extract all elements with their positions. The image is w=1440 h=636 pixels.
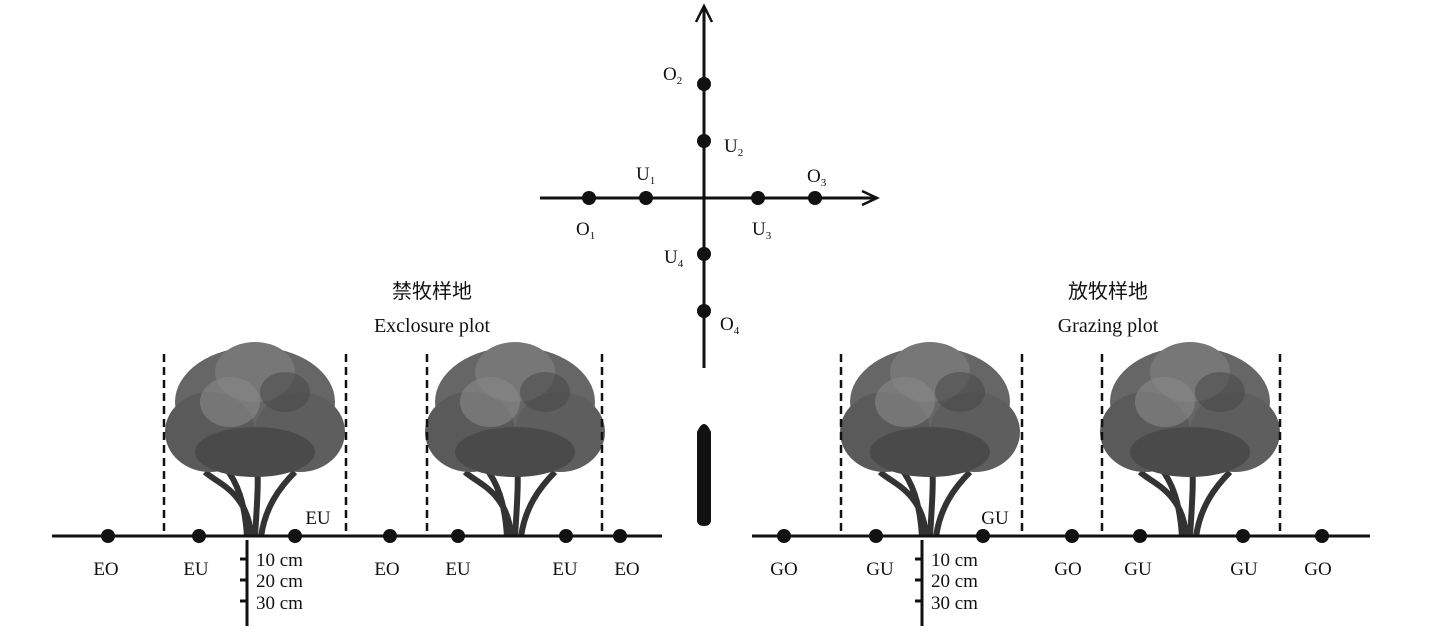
- sample-point: [613, 529, 627, 543]
- exclosure-plot: 禁牧样地 Exclosure plot EU EO EU EO EU EU EO: [52, 280, 662, 626]
- sample-point: [101, 529, 115, 543]
- grazing-title-cn: 放牧样地: [1068, 280, 1148, 303]
- point-label: EU: [552, 559, 578, 580]
- grazing-title-en: Grazing plot: [1058, 315, 1159, 337]
- depth-label: 10 cm: [256, 550, 303, 571]
- depth-label: 30 cm: [931, 593, 978, 614]
- point-label: GU: [866, 559, 894, 580]
- label-O2: O2: [663, 64, 682, 87]
- label-U1: U1: [636, 164, 655, 187]
- shrub-image: [425, 342, 605, 537]
- arrow-right-icon: [861, 189, 880, 207]
- sample-point: [869, 529, 883, 543]
- point-label: EO: [374, 559, 399, 580]
- sample-point: [559, 529, 573, 543]
- label-U4: U4: [664, 247, 684, 270]
- point-label: EU: [445, 559, 471, 580]
- label-above: GU: [981, 508, 1009, 529]
- point-U3: [751, 191, 765, 205]
- depth-label: 10 cm: [931, 550, 978, 571]
- depth-ruler: 10 cm 20 cm 30 cm: [240, 540, 303, 626]
- grazing-plot: 放牧样地 Grazing plot GU GO GU GO GU GU GO: [752, 280, 1370, 626]
- sample-point: [1315, 529, 1329, 543]
- sample-point: [777, 529, 791, 543]
- point-O1: [582, 191, 596, 205]
- point-label: GO: [1304, 559, 1331, 580]
- sample-point: [1133, 529, 1147, 543]
- exclosure-title-cn: 禁牧样地: [392, 280, 472, 303]
- label-U2: U2: [724, 136, 743, 159]
- depth-label: 30 cm: [256, 593, 303, 614]
- point-label: EU: [183, 559, 209, 580]
- depth-label: 20 cm: [256, 571, 303, 592]
- depth-ruler: 10 cm 20 cm 30 cm: [915, 540, 978, 626]
- sample-point: [451, 529, 465, 543]
- sample-point: [1236, 529, 1250, 543]
- point-label: GU: [1124, 559, 1152, 580]
- point-label: EO: [614, 559, 639, 580]
- plot-divider: [697, 424, 711, 526]
- point-U1: [639, 191, 653, 205]
- point-U4: [697, 247, 711, 261]
- sample-point: [976, 529, 990, 543]
- sample-point: [1065, 529, 1079, 543]
- arrow-up-icon: [694, 3, 714, 23]
- point-U2: [697, 134, 711, 148]
- label-O4: O4: [720, 314, 740, 337]
- point-label: GO: [1054, 559, 1081, 580]
- sample-point: [192, 529, 206, 543]
- depth-label: 20 cm: [931, 571, 978, 592]
- point-label: EO: [93, 559, 118, 580]
- label-above: EU: [305, 508, 331, 529]
- exclosure-title-en: Exclosure plot: [374, 315, 491, 337]
- cross-layout: O1 U1 O2 U2 U3 O3 U4 O4: [540, 3, 880, 368]
- label-O3: O3: [807, 166, 827, 189]
- shrub-image: [1100, 342, 1280, 537]
- label-O1: O1: [576, 219, 595, 242]
- point-label: GU: [1230, 559, 1258, 580]
- point-O4: [697, 304, 711, 318]
- label-U3: U3: [752, 219, 772, 242]
- sample-point: [288, 529, 302, 543]
- point-label: GO: [770, 559, 797, 580]
- point-O3: [808, 191, 822, 205]
- point-O2: [697, 77, 711, 91]
- sample-point: [383, 529, 397, 543]
